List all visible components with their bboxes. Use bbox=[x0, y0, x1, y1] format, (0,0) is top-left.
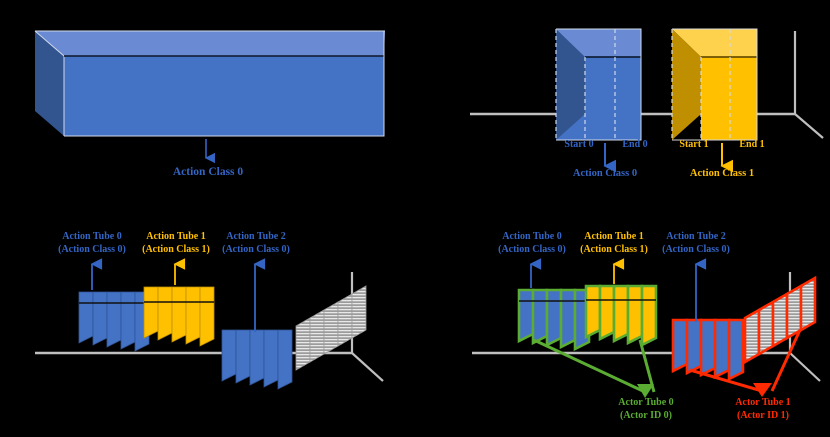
action-tube-2 bbox=[221, 329, 293, 390]
end-0-label: End 0 bbox=[622, 139, 648, 150]
action-tube-1 bbox=[143, 286, 215, 347]
background-tube-gray-actor1 bbox=[743, 275, 817, 365]
start-0-label: Start 0 bbox=[564, 139, 594, 150]
actor-tube-1-arrows bbox=[689, 329, 802, 397]
action-tube-1-subtitle: (Action Class 1) bbox=[142, 244, 210, 255]
action-tube-2-title: Action Tube 2 bbox=[226, 231, 286, 242]
action-tube-2-title-right: Action Tube 2 bbox=[666, 231, 726, 242]
action-tube-1-title-right: Action Tube 1 bbox=[584, 231, 644, 242]
action-tube-0-subtitle-right: (Action Class 0) bbox=[498, 244, 566, 255]
action-class-0-label-tr: Action Class 0 bbox=[572, 168, 638, 179]
top-right-axes bbox=[470, 31, 824, 139]
actor-tube-1-title: Actor Tube 1 bbox=[735, 397, 791, 408]
temporal-box-yellow bbox=[671, 28, 758, 141]
action-class-box bbox=[34, 30, 385, 137]
action-tube-2-subtitle-right: (Action Class 0) bbox=[662, 244, 730, 255]
action-tube-1-subtitle-right: (Action Class 1) bbox=[580, 244, 648, 255]
action-tube-1-title: Action Tube 1 bbox=[146, 231, 206, 242]
actor-tube-0-arrows bbox=[533, 338, 656, 398]
action-tube-0-subtitle: (Action Class 0) bbox=[58, 244, 126, 255]
start-1-label: Start 1 bbox=[679, 139, 709, 150]
temporal-box-blue bbox=[555, 28, 642, 141]
end-1-label: End 1 bbox=[739, 139, 765, 150]
action-tube-0-title-right: Action Tube 0 bbox=[502, 231, 562, 242]
action-tube-2-subtitle: (Action Class 0) bbox=[222, 244, 290, 255]
actor-tube-0-title: Actor Tube 0 bbox=[618, 397, 674, 408]
background-tube-gray bbox=[295, 285, 367, 371]
action-tube-2-actor1 bbox=[671, 318, 745, 382]
action-class-1-label-tr: Action Class 1 bbox=[689, 168, 755, 179]
action-tube-0 bbox=[78, 291, 150, 352]
actor-tube-0-subtitle: (Actor ID 0) bbox=[619, 410, 673, 421]
action-class-0-label: Action Class 0 bbox=[172, 166, 244, 178]
action-tube-1-actor0 bbox=[584, 284, 658, 348]
action-tube-0-title: Action Tube 0 bbox=[62, 231, 122, 242]
action-tube-0-actor0 bbox=[517, 288, 591, 352]
actor-tube-1-subtitle: (Actor ID 1) bbox=[736, 410, 790, 421]
